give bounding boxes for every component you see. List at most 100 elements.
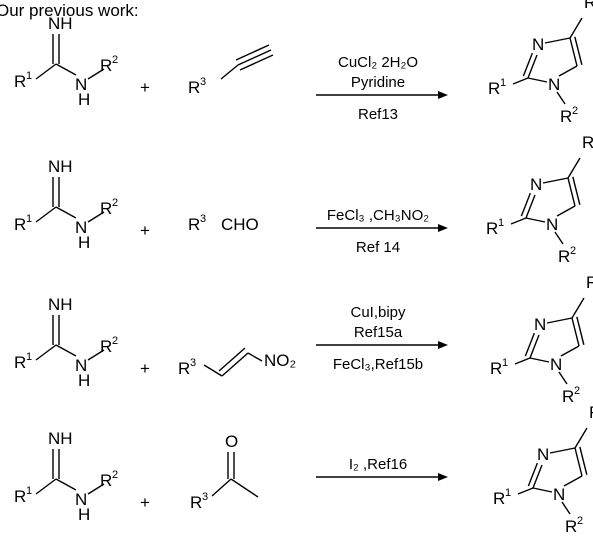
- reagent-1-r3-index: 3: [200, 76, 206, 88]
- product-4-ring-double-bond: [579, 446, 588, 475]
- plus-sign-1: +: [140, 78, 150, 97]
- product-1-r2-symbol: R: [560, 107, 572, 126]
- reagent-4-oxygen: O: [225, 432, 238, 451]
- product-4-r2-index: 2: [577, 515, 583, 527]
- amidine-2-bond: [55, 206, 77, 219]
- product-4-r3-symbol: R: [589, 403, 593, 422]
- amidine-2-r2-index: 2: [112, 197, 118, 209]
- amidine-3-amine-n: N: [75, 356, 87, 375]
- condition-above-1-2: Pyridine: [351, 74, 405, 91]
- product-1-bond: [556, 91, 566, 105]
- product-2-bond: [525, 217, 546, 223]
- reagent-4-bond: [211, 478, 232, 497]
- amidine-3-amine-h: H: [78, 371, 90, 390]
- product-4-bond: [563, 475, 583, 487]
- amidine-1-bond: [55, 63, 77, 76]
- product-2-r1-index: 1: [498, 217, 504, 229]
- product-4-r1-symbol: R: [493, 489, 505, 508]
- reaction-arrowhead-3: [438, 341, 448, 349]
- amidine-4-r1-index: 1: [26, 485, 32, 497]
- amidine-1-r1-index: 1: [26, 70, 32, 82]
- amidine-2-imine-nh: NH: [48, 157, 73, 176]
- plus-sign-3: +: [140, 359, 150, 378]
- product-2-bond: [510, 217, 527, 225]
- reaction-arrowhead-1: [438, 91, 448, 99]
- product-3-bond: [529, 357, 550, 363]
- amidine-3-bond: [35, 344, 57, 361]
- product-1-ring-double-bond: [527, 54, 538, 79]
- amidine-4-bond: [55, 478, 77, 491]
- product-3-ring-double-bond: [529, 334, 540, 359]
- reaction-arrowhead-4: [438, 473, 448, 481]
- amidine-1-amine-h: H: [78, 90, 90, 109]
- amidine-4-imine-nh: NH: [48, 429, 73, 448]
- product-3-ring-double-bond: [571, 317, 580, 347]
- condition-above-3-2: Ref15a: [354, 324, 403, 341]
- amidine-3-r2-index: 2: [112, 335, 118, 347]
- reagent-1-triple-bond: [235, 44, 270, 61]
- product-1-bond: [512, 77, 529, 85]
- product-4-bond: [574, 427, 588, 449]
- plus-sign-4: +: [140, 493, 150, 512]
- reagent-1-triple-bond: [239, 54, 274, 71]
- product-3-ring-n1: N: [550, 355, 562, 374]
- product-4-r2-symbol: R: [565, 517, 577, 536]
- product-2-ring-double-bond: [525, 194, 536, 219]
- reagent-2-r3-symbol: R: [188, 215, 200, 234]
- product-3-r1-symbol: R: [490, 359, 502, 378]
- reagent-4-r3-symbol: R: [190, 493, 202, 512]
- product-1-r1-index: 1: [500, 77, 506, 89]
- amidine-1-r2-symbol: R: [100, 56, 112, 75]
- reagent-3-bond: [203, 364, 223, 377]
- product-2-bond: [554, 231, 564, 245]
- product-2-bond: [542, 177, 569, 184]
- amidine-1-r1-symbol: R: [14, 72, 26, 91]
- amidine-3-r1-index: 1: [26, 351, 32, 363]
- product-1-bond: [527, 77, 548, 83]
- reagent-3-double-bond: [221, 352, 249, 377]
- amidine-2-bond: [87, 211, 105, 223]
- product-1-r3-symbol: R: [584, 0, 593, 12]
- product-3-bond: [546, 317, 573, 324]
- amidine-3-imine-nh: NH: [48, 295, 73, 314]
- amidine-1-r2-index: 2: [112, 54, 118, 66]
- product-1-ring-n3: N: [532, 35, 544, 54]
- amidine-4-r2-index: 2: [112, 469, 118, 481]
- amidine-1-bond: [35, 63, 57, 80]
- product-1-ring-n1: N: [548, 75, 560, 94]
- reagent-1-bond: [220, 64, 239, 80]
- reagent-3-r3-index: 3: [190, 357, 196, 369]
- reagent-1-triple-bond: [237, 49, 272, 66]
- amidine-4-bond: [35, 478, 57, 495]
- product-4-ring-double-bond: [527, 462, 538, 487]
- amidine-2-r1-symbol: R: [14, 215, 26, 234]
- product-2-bond: [567, 157, 581, 179]
- product-1-bond: [544, 37, 571, 44]
- condition-above-4-1: I₂ ,Ref16: [349, 456, 407, 473]
- amidine-4-amine-n: N: [75, 490, 87, 509]
- product-4-bond: [517, 487, 534, 495]
- product-3-r3-symbol: R: [586, 273, 593, 292]
- product-2-ring-n3: N: [530, 175, 542, 194]
- product-1-ring-double-bond: [569, 37, 578, 67]
- product-3-ring-double-bond: [576, 316, 585, 345]
- reagent-3-no2: NO₂: [264, 351, 296, 370]
- amidine-2-amine-h: H: [78, 233, 90, 252]
- heading: Our previous work:: [0, 1, 139, 20]
- reagent-3-double-bond: [218, 347, 246, 372]
- amidine-1-bond: [87, 68, 105, 80]
- reaction-arrowhead-2: [438, 224, 448, 232]
- product-2-bond: [556, 205, 576, 217]
- condition-below-3-1: FeCl₃,Ref15b: [333, 356, 423, 373]
- product-2-ring-double-bond: [572, 176, 581, 205]
- reagent-3-bond: [247, 352, 263, 362]
- amidine-3-bond: [87, 349, 105, 361]
- product-1-r1-symbol: R: [488, 79, 500, 98]
- product-3-bond: [558, 371, 568, 385]
- product-2-r3-symbol: R: [582, 133, 593, 152]
- product-3-ring-n3: N: [534, 315, 546, 334]
- amidine-3-r2-symbol: R: [100, 337, 112, 356]
- product-4-ring-n3: N: [537, 445, 549, 464]
- product-3-bond: [514, 357, 531, 365]
